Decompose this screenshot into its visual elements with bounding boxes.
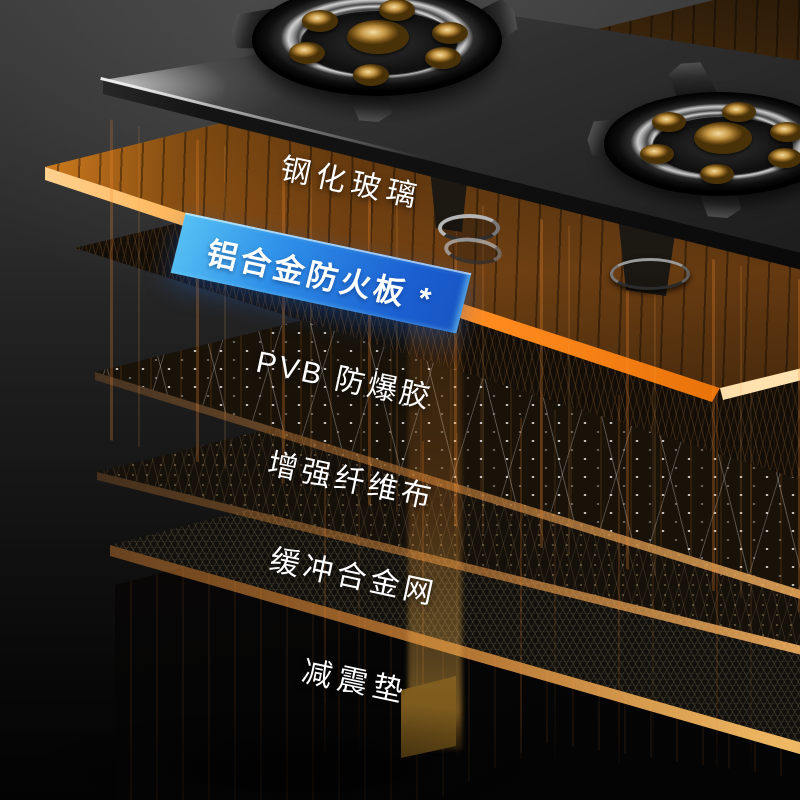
floor-shadow [0, 0, 800, 800]
exploded-cooktop-diagram: 钢化玻璃 铝合金防火板 * PVB 防爆胶 增强纤维布 缓冲合金网 减震垫 [0, 0, 800, 800]
